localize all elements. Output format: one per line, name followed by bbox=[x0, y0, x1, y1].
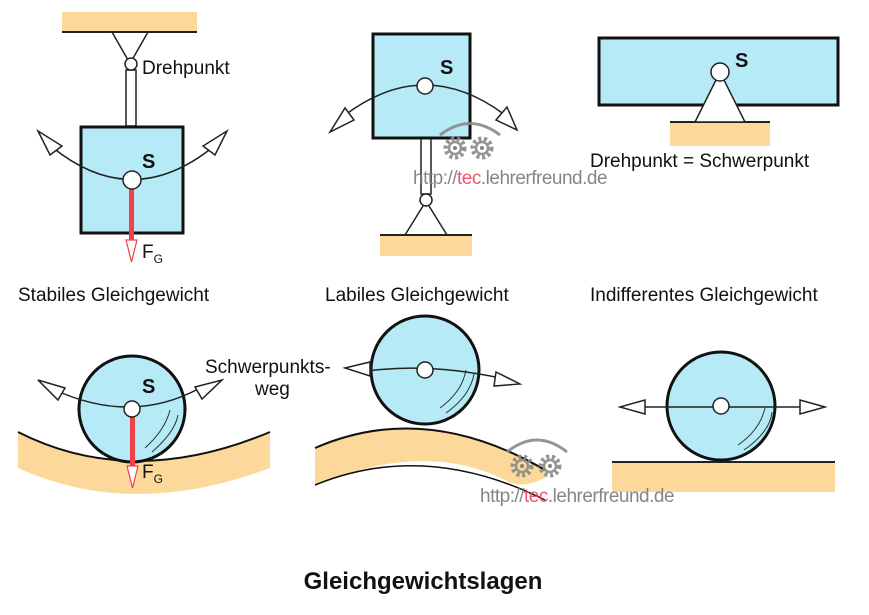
pivot-label: Drehpunkt bbox=[142, 58, 230, 79]
diagram-title: Gleichgewichtslagen bbox=[304, 568, 543, 595]
pivot-point bbox=[124, 57, 138, 71]
force-label: FG bbox=[142, 242, 163, 266]
center-of-gravity bbox=[416, 77, 434, 95]
center-of-gravity bbox=[710, 62, 730, 82]
center-of-gravity bbox=[712, 397, 730, 415]
floor bbox=[670, 122, 770, 146]
watermark: http://tec.lehrerfreund.de bbox=[480, 438, 675, 507]
center-of-gravity bbox=[416, 361, 434, 379]
stable-ball: S FG Schwerpunkts- weg bbox=[17, 354, 331, 494]
arrow-left-icon bbox=[36, 128, 64, 157]
indifferent-beam: S Drehpunkt = Schwerpunkt bbox=[590, 36, 840, 172]
center-of-gravity bbox=[122, 170, 142, 190]
weight-force-arrow bbox=[130, 416, 135, 466]
arrow-right-icon bbox=[799, 399, 828, 415]
stable-label: Stabiles Gleichgewicht bbox=[18, 285, 210, 306]
arrow-right-icon bbox=[201, 128, 229, 157]
indifferent-label: Indifferentes Gleichgewicht bbox=[590, 285, 818, 306]
floor bbox=[380, 235, 472, 256]
arrow-left-icon bbox=[342, 361, 371, 378]
arrow-left-icon bbox=[37, 379, 67, 402]
svg-text:http://tec.lehrerfreund.de: http://tec.lehrerfreund.de bbox=[480, 486, 674, 507]
arrow-left-icon bbox=[327, 106, 356, 134]
watermark: http://tec.lehrerfreund.de bbox=[413, 122, 608, 189]
s-label: S bbox=[735, 50, 748, 72]
cg-path-label: Schwerpunkts- bbox=[205, 357, 331, 378]
s-label: S bbox=[440, 57, 453, 79]
cg-path-label-2: weg bbox=[254, 379, 290, 400]
arrow-right-icon bbox=[494, 105, 519, 132]
center-of-gravity bbox=[123, 400, 141, 418]
hanger bbox=[111, 31, 149, 61]
arrow-left-icon bbox=[617, 399, 646, 415]
s-label: S bbox=[142, 151, 155, 173]
labile-ball bbox=[314, 314, 546, 501]
pivot-point bbox=[419, 193, 433, 207]
rod bbox=[125, 69, 137, 127]
indifferent-ball bbox=[612, 350, 835, 492]
convex-track bbox=[315, 428, 545, 485]
arrow-right-icon bbox=[193, 378, 225, 401]
floor bbox=[612, 462, 835, 492]
force-label: FG bbox=[142, 462, 163, 486]
arrow-right-icon bbox=[493, 370, 523, 387]
labile-label: Labiles Gleichgewicht bbox=[325, 285, 509, 306]
stable-pendulum: Drehpunkt S FG bbox=[36, 12, 230, 266]
ceiling bbox=[62, 12, 197, 32]
concave-track bbox=[18, 432, 270, 494]
support-triangle bbox=[693, 70, 747, 123]
s-label: S bbox=[142, 376, 155, 398]
svg-text:http://tec.lehrerfreund.de: http://tec.lehrerfreund.de bbox=[413, 168, 607, 189]
labile-pendulum: S bbox=[327, 32, 519, 256]
weight-force-arrow bbox=[129, 188, 134, 240]
pivot-equals-cg-label: Drehpunkt = Schwerpunkt bbox=[590, 151, 810, 172]
